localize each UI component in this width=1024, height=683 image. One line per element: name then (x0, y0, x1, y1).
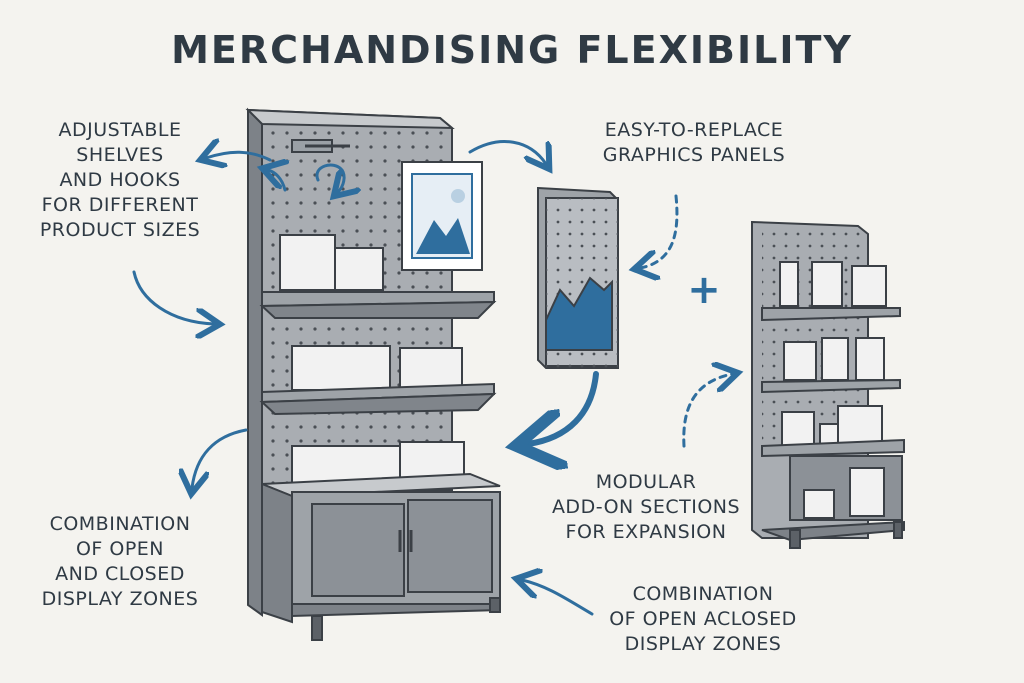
arrow-combination-left (192, 428, 248, 488)
callout-line: MODULAR (595, 471, 697, 493)
callout-line: ADJUSTABLE (58, 119, 182, 141)
arrows (132, 140, 732, 616)
callout-combination-left: COMBINATION OF OPEN AND CLOSED DISPLAY Z… (20, 512, 220, 612)
callout-line: SHELVES (76, 144, 164, 166)
main-display-fixture (245, 107, 501, 641)
callout-line: AND HOOKS (59, 169, 181, 191)
callout-line: DISPLAY ZONES (41, 588, 199, 610)
closed-cabinet (261, 472, 501, 641)
callout-line: FOR DIFFERENT (41, 194, 199, 216)
shelf-upper (259, 234, 497, 319)
modular-add-on-unit (751, 220, 905, 549)
arrow-adjustable-down (132, 270, 214, 324)
callout-line: GRAPHICS PANELS (602, 144, 786, 166)
callout-line: COMBINATION (49, 513, 191, 535)
callout-line: OF OPEN (75, 538, 165, 560)
arrow-panel-back (528, 371, 599, 444)
callout-modular-sections: MODULAR ADD-ON SECTIONS FOR EXPANSION (534, 470, 758, 545)
callout-line: DISPLAY ZONES (624, 633, 782, 655)
arrow-hook-curl (315, 163, 344, 192)
arrow-modular-dashed (682, 374, 732, 448)
arrow-adjustable (206, 152, 272, 160)
callout-graphics-panels: EASY-TO-REPLACE GRAPHICS PANELS (584, 118, 804, 168)
arrow-hook-left (268, 170, 285, 192)
diagram-title: MERCHANDISING FLEXIBILITY (171, 28, 853, 72)
replaceable-graphics-panel (537, 186, 619, 369)
callout-line: COMBINATION (632, 583, 774, 605)
arrow-combination-bottom (522, 580, 594, 616)
callout-line: AND CLOSED (55, 563, 185, 585)
callout-line: EASY-TO-REPLACE (604, 119, 784, 141)
arrow-panel-dashed (640, 194, 679, 268)
callout-line: ADD-ON SECTIONS (551, 496, 741, 518)
arrow-to-panel (468, 140, 546, 164)
plus-sign: + (687, 267, 721, 313)
callout-line: PRODUCT SIZES (39, 219, 201, 241)
shelf-middle (259, 345, 497, 416)
callout-adjustable-shelves: ADJUSTABLE SHELVES AND HOOKS FOR DIFFERE… (14, 118, 226, 243)
callout-combination-bottom: COMBINATION OF OPEN ACLOSED DISPLAY ZONE… (596, 582, 810, 657)
callout-line: FOR EXPANSION (565, 521, 727, 543)
hook-icon (291, 139, 350, 153)
mounted-graphic-frame (401, 161, 483, 271)
callout-line: OF OPEN ACLOSED (609, 608, 797, 630)
